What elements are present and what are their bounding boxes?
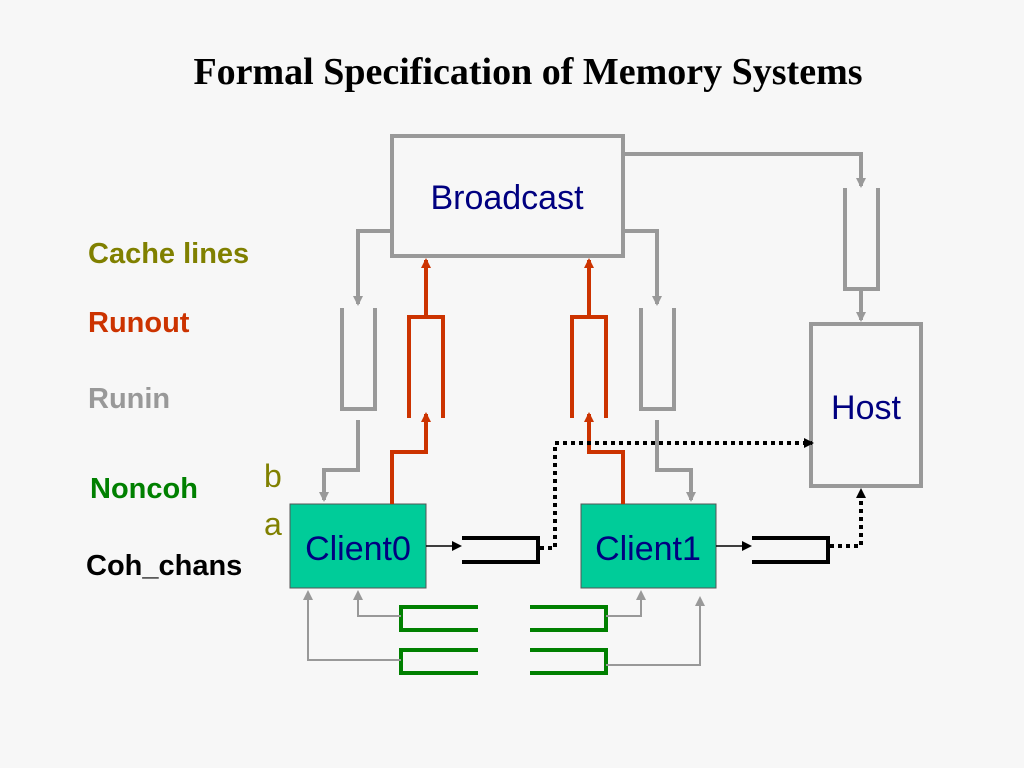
runout-queue-client1 (570, 315, 608, 418)
coh-channel-left-top (399, 605, 478, 632)
noncoh-queue-client0 (462, 536, 540, 564)
client1-label: Client1 (595, 530, 701, 568)
marker-b: b (264, 458, 282, 494)
coh-line-to-client0-inner (353, 590, 401, 617)
legend-runin: Runin (88, 383, 170, 415)
runin-line-broadcast-to-client1 (623, 229, 662, 306)
host-label: Host (831, 389, 901, 427)
page-title: Formal Specification of Memory Systems (193, 51, 862, 93)
client0-label: Client0 (305, 530, 411, 568)
noncoh-queue-client1 (752, 536, 830, 564)
coh-line-to-client1-inner (606, 590, 646, 617)
coh-line-to-client0-outer (303, 590, 401, 661)
host-box: Host (809, 322, 923, 488)
runin-line-queue-to-client0 (319, 420, 360, 502)
runout-line-client1-to-queue (584, 412, 625, 504)
legend-noncoh: Noncoh (90, 473, 198, 505)
client1-box: Client1 (580, 503, 717, 589)
runin-line-broadcast-to-client0 (353, 229, 392, 306)
runin-line-queue-to-client1 (655, 420, 696, 502)
legend-coh-chans: Coh_chans (86, 550, 242, 582)
coh-channel-left-bottom (399, 648, 478, 675)
noncoh-dotted-client1-to-host (830, 488, 866, 548)
noncoh-dotted-client0-to-host (540, 438, 814, 550)
broadcast-box: Broadcast (390, 134, 625, 258)
legend-runout: Runout (88, 307, 190, 339)
runin-line-broadcast-to-host (623, 152, 866, 188)
coh-channel-right-top (530, 605, 608, 632)
runin-queue-host (843, 188, 880, 291)
coh-line-to-client1-outer (606, 596, 705, 666)
broadcast-label: Broadcast (430, 179, 584, 217)
client0-box: Client0 (289, 503, 427, 589)
runin-queue-client1 (639, 308, 676, 411)
runout-line-client0-to-queue (390, 412, 431, 504)
coh-channel-right-bottom (530, 648, 608, 675)
marker-a: a (264, 506, 282, 542)
runin-queue-client0 (340, 308, 377, 411)
runout-queue-client0 (407, 315, 445, 418)
legend-cache-lines: Cache lines (88, 238, 249, 270)
